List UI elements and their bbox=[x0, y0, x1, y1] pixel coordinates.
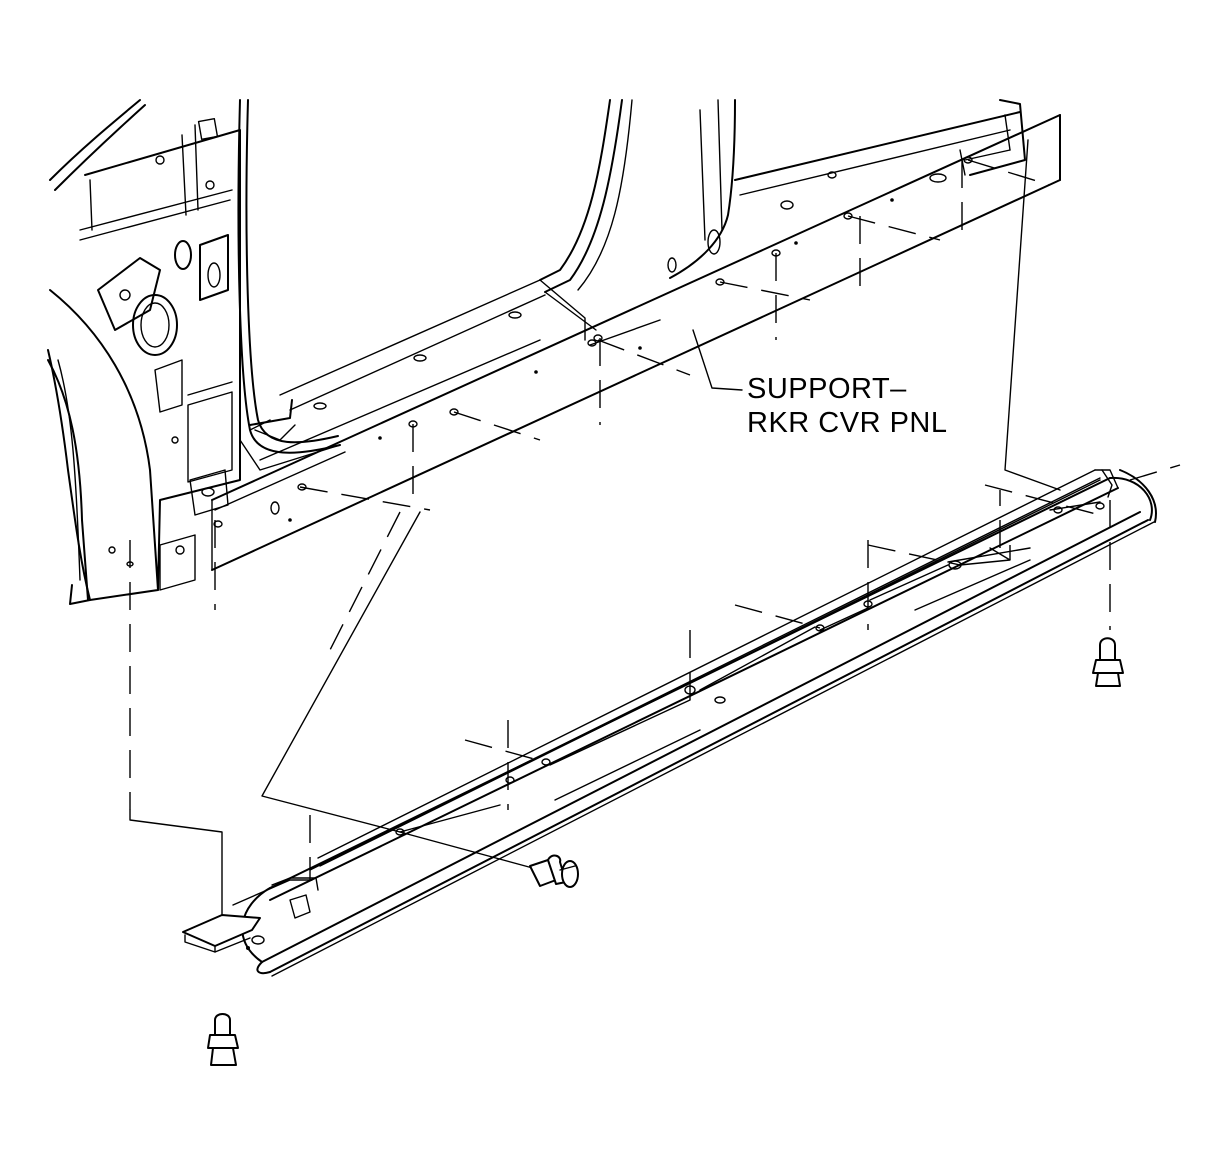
push-pin-rear bbox=[207, 1013, 239, 1066]
callout-line-1: SUPPORT– bbox=[747, 373, 907, 405]
rocker-cover-panel bbox=[182, 469, 1157, 977]
callout-line-2: RKR CVR PNL bbox=[747, 407, 948, 439]
leader-lines bbox=[129, 139, 1061, 919]
support-rocker-cover-panel-label: SUPPORT– RKR CVR PNL bbox=[747, 372, 948, 440]
push-pin-side bbox=[529, 854, 579, 888]
push-pin-front bbox=[1092, 637, 1124, 687]
body-side-structure bbox=[47, 99, 1061, 605]
alignment-lines bbox=[129, 159, 1181, 880]
